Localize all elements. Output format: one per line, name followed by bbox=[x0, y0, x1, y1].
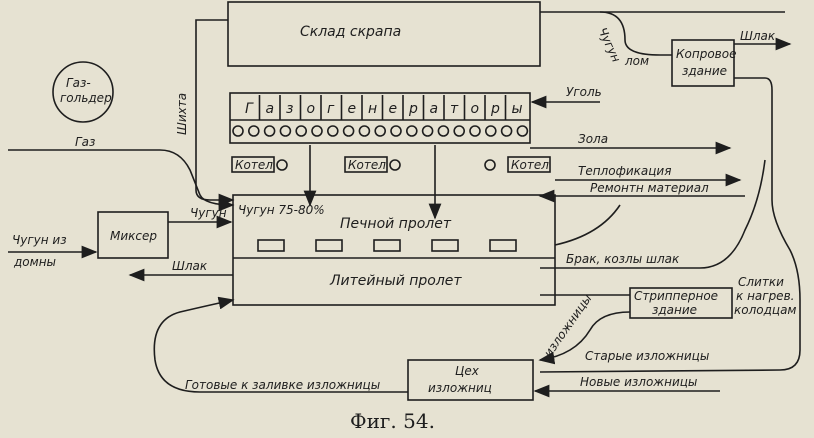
open-hearth-furnace bbox=[489, 239, 517, 252]
gas-generator-letter: т bbox=[450, 101, 459, 117]
generator-unit-icon bbox=[342, 125, 355, 137]
gas-generator-letter: р bbox=[408, 101, 418, 117]
generator-unit-icon bbox=[390, 125, 402, 137]
ingots-label-1: Слитки bbox=[738, 275, 784, 289]
rejects-line bbox=[540, 159, 766, 269]
generator-unit-icon bbox=[248, 125, 260, 137]
figure-caption: Фиг. 54. bbox=[350, 409, 435, 433]
open-hearth-furnace bbox=[315, 239, 343, 252]
generator-unit-icon bbox=[358, 125, 371, 137]
generator-unit-icon bbox=[437, 125, 450, 137]
generator-unit-icon bbox=[232, 125, 244, 137]
boiler-label: Котел bbox=[348, 158, 386, 172]
generator-unit-icon bbox=[421, 125, 434, 137]
mold-shop-label-1: Цех bbox=[455, 364, 480, 378]
slag-left-label: Шлак bbox=[172, 259, 208, 273]
rejects-curve bbox=[554, 204, 621, 246]
boiler-box bbox=[231, 156, 275, 173]
gas-generator-letter: о bbox=[307, 101, 316, 117]
gasholder-label-2: гольдер bbox=[60, 91, 112, 105]
mixer-iron-label: Чугун bbox=[190, 206, 227, 220]
generator-unit-icon bbox=[500, 125, 513, 137]
gas-generator-letter: ы bbox=[512, 101, 523, 117]
pig-iron-label: Чугун bbox=[595, 25, 623, 64]
molds-return-line bbox=[538, 311, 631, 365]
gas-generator-letter: а bbox=[430, 101, 439, 117]
scrap-label: лом bbox=[624, 54, 649, 68]
gas-generator-letter: н bbox=[368, 101, 377, 117]
generator-unit-icon bbox=[279, 125, 292, 137]
boiler-burner-icon bbox=[389, 159, 401, 171]
boiler-box bbox=[507, 156, 551, 173]
boiler-box bbox=[344, 156, 388, 173]
gas-label: Газ bbox=[75, 135, 95, 149]
open-hearth-furnace bbox=[431, 239, 459, 252]
mixer-label: Миксер bbox=[110, 229, 157, 243]
gas-generator-letter: е bbox=[389, 101, 398, 117]
boiler-burner-icon bbox=[484, 159, 496, 171]
heating-label: Теплофикация bbox=[578, 164, 671, 178]
gas-generator-letter: Г bbox=[245, 101, 254, 117]
charge-label: Шихта bbox=[175, 93, 189, 135]
iron-pct-label: Чугун 75-80% bbox=[238, 203, 325, 217]
stripper-label-2: здание bbox=[652, 303, 697, 317]
open-hearth-furnace bbox=[373, 239, 401, 252]
mold-shop-box bbox=[407, 359, 534, 401]
gasholder-label-1: Газ- bbox=[66, 76, 91, 90]
gas-generator-letter: а bbox=[266, 101, 275, 117]
slag-out-label: Шлак bbox=[740, 29, 776, 43]
rejects-label: Брак, козлы шлак bbox=[566, 252, 680, 266]
coal-label: Уголь bbox=[566, 85, 602, 99]
gas-generator-letter: г bbox=[327, 101, 335, 117]
iron-from-blast-label-1: Чугун из bbox=[12, 233, 67, 247]
generator-unit-icon bbox=[469, 125, 481, 137]
gas-generator-letter: е bbox=[348, 101, 357, 117]
gas-line bbox=[8, 149, 235, 212]
generator-unit-icon bbox=[311, 125, 323, 137]
shop-building-box bbox=[232, 194, 556, 306]
ingots-label-2: к нагрев. bbox=[736, 289, 794, 303]
generator-unit-icon bbox=[326, 125, 339, 137]
boiler-label: Котел bbox=[511, 158, 549, 172]
iron-from-blast-label-2: домны bbox=[13, 255, 56, 269]
old-molds-label: Старые изложницы bbox=[585, 349, 709, 363]
ash-label: Зола bbox=[578, 132, 608, 146]
mixer-box bbox=[97, 211, 169, 259]
generator-unit-icon bbox=[405, 125, 418, 137]
new-molds-label: Новые изложницы bbox=[580, 375, 697, 389]
mold-shop-label-2: изложниц bbox=[428, 381, 492, 395]
boiler-burner-icon bbox=[276, 159, 288, 171]
generator-unit-icon bbox=[516, 125, 529, 137]
gasholder-circle bbox=[52, 61, 114, 123]
generator-unit-icon bbox=[484, 125, 497, 137]
furnace-bay-label: Печной пролет bbox=[340, 216, 452, 232]
ingots-label-3: колодцам bbox=[734, 303, 796, 317]
pile-return-line bbox=[539, 77, 801, 373]
generator-unit-icon bbox=[263, 125, 276, 137]
ready-molds-line bbox=[153, 296, 408, 393]
scrap-flow bbox=[599, 11, 672, 56]
casting-bay-label: Литейный пролет bbox=[329, 273, 462, 289]
ready-molds-label: Готовые к заливке изложницы bbox=[185, 378, 380, 392]
gas-generator-letter: о bbox=[471, 101, 480, 117]
pile-building-label-2: здание bbox=[682, 64, 727, 78]
gas-generator-letter: р bbox=[490, 101, 500, 117]
generator-unit-icon bbox=[374, 125, 387, 137]
pile-building-box bbox=[671, 39, 735, 87]
generator-unit-icon bbox=[453, 125, 466, 137]
stripper-label-1: Стрипперное bbox=[634, 289, 718, 303]
open-hearth-furnace bbox=[257, 239, 285, 252]
scrap-store-box: Склад скрапа bbox=[227, 1, 541, 67]
boiler-label: Котел bbox=[235, 158, 273, 172]
gas-generator-letter: з bbox=[286, 101, 293, 117]
stripper-box bbox=[629, 287, 733, 319]
pile-building-label-1: Копровое bbox=[676, 47, 736, 61]
charge-line bbox=[195, 19, 235, 207]
generator-unit-icon bbox=[295, 125, 308, 137]
repair-material-label: Ремонтн материал bbox=[590, 181, 709, 195]
scrap-store-label: Склад скрапа bbox=[300, 24, 401, 40]
